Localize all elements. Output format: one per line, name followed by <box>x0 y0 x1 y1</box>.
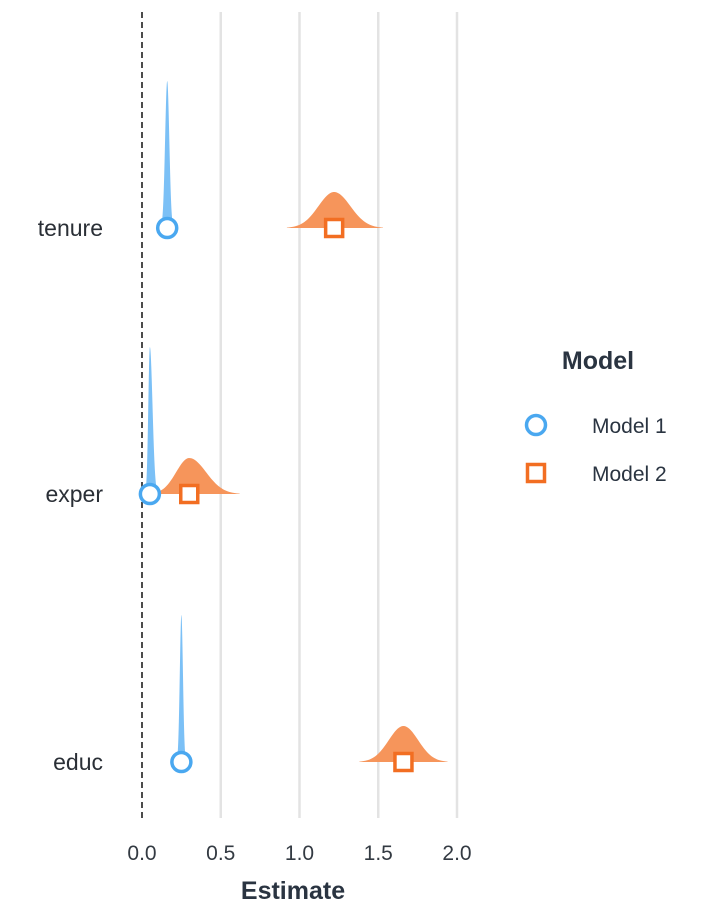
density-model-1-educ <box>176 615 187 762</box>
category-labels: tenure exper educ <box>38 215 104 775</box>
x-tick-label: 0.5 <box>206 842 235 865</box>
x-tick-label: 2.0 <box>442 842 471 865</box>
x-tick-label: 0.0 <box>127 842 156 865</box>
legend-marker-model-1 <box>524 413 548 437</box>
density-model-2-exper <box>149 458 240 494</box>
density-model-1-exper <box>145 347 158 494</box>
point-model-2-educ <box>393 751 414 773</box>
density-model-2-educ <box>359 726 448 762</box>
x-axis-title: Estimate <box>241 877 345 905</box>
legend-title: Model <box>562 347 634 375</box>
legend-label: Model 1 <box>592 415 667 438</box>
marker-layer <box>138 216 414 774</box>
legend-items: Model 1 Model 2 <box>524 413 667 486</box>
density-model-2-tenure <box>286 192 383 228</box>
point-model-1-educ <box>170 750 193 774</box>
point-model-1-tenure <box>155 216 179 240</box>
category-label-tenure: tenure <box>38 215 103 241</box>
point-model-2-exper <box>179 483 200 505</box>
gridlines <box>219 12 459 818</box>
density-model-1-tenure <box>160 81 174 228</box>
legend: Model Model 1 Model 2 <box>524 347 667 486</box>
category-label-educ: educ <box>53 749 103 775</box>
point-model-2-tenure <box>323 217 345 239</box>
legend-marker-model-2 <box>525 462 547 484</box>
point-model-1-exper <box>138 482 162 506</box>
x-tick-labels: 0.0 0.5 1.0 1.5 2.0 <box>127 842 471 865</box>
legend-label: Model 2 <box>592 463 667 486</box>
x-tick-label: 1.0 <box>285 842 314 865</box>
density-layer <box>145 81 448 762</box>
x-tick-label: 1.5 <box>364 842 393 865</box>
category-label-exper: exper <box>45 481 103 507</box>
